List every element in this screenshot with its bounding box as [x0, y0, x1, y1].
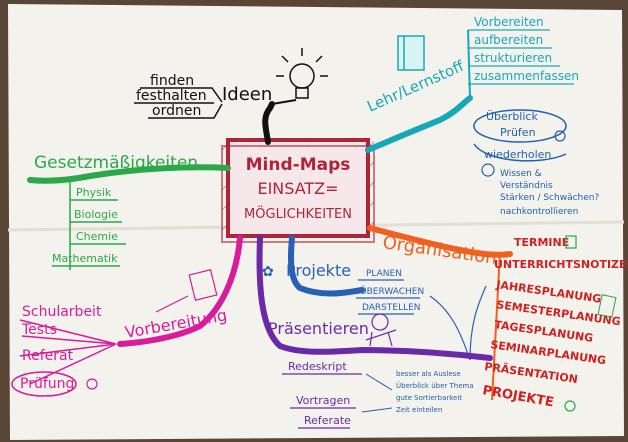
praes-note-2: Überblick über Thema: [396, 381, 474, 390]
praes-note-1: besser als Auslese: [396, 370, 461, 378]
lehr-item-4: zusammenfassen: [474, 69, 579, 83]
lehr-item-11: nachkontrollieren: [500, 207, 578, 217]
book-icon: [397, 35, 425, 71]
vorbereitung-item-2: Tests: [21, 322, 57, 338]
praes-item-1: Redeskript: [288, 360, 347, 373]
vorbereitung-item-4: Prüfung: [20, 376, 74, 392]
praes-item-3: Referate: [304, 414, 351, 427]
star-badge-icon-2: [564, 400, 576, 412]
star-badge-icon: [554, 130, 566, 142]
gesetz-item-3: Chemie: [76, 230, 118, 243]
branch-vorbereitung: Vorbereitung Schularbeit Tests Referat P…: [11, 235, 243, 397]
lehr-item-3: strukturieren: [474, 51, 552, 65]
branch-gesetz: Gesetzmäßigkeiten Physik Biologie Chemie…: [27, 153, 231, 270]
flower-icon: ✿: [262, 264, 274, 280]
presenter-icon: [365, 313, 397, 347]
lehr-item-8: Wissen &: [500, 169, 542, 179]
praes-item-2: Vortragen: [296, 394, 350, 407]
center-subtitle-2: MÖGLICHKEITEN: [244, 205, 352, 222]
star-badge-icon-3: [86, 378, 98, 390]
lehr-item-2: aufbereiten: [474, 33, 543, 47]
gesetz-item-4: Mathematik: [52, 252, 118, 265]
lehr-item-9: Verständnis: [500, 181, 553, 191]
projekte-item-3: DARSTELLEN: [362, 303, 421, 313]
lehr-item-10: Stärken / Schwächen?: [500, 193, 599, 203]
gesetz-label: Gesetzmäßigkeiten: [34, 153, 198, 173]
center-title: Mind-Maps: [246, 155, 351, 175]
praes-note-3: gute Sortierbarkeit: [396, 394, 462, 402]
center-box: Mind-Maps EINSATZ= MÖGLICHKEITEN: [221, 138, 375, 243]
lehr-item-5: Überblick: [486, 110, 538, 123]
ideen-item-2: festhalten: [136, 88, 207, 104]
light-bulb-icon: [276, 48, 328, 99]
ideen-item-1: finden: [150, 73, 194, 89]
org-item-1: TERMINE: [514, 236, 569, 249]
ideen-item-3: ordnen: [152, 103, 201, 119]
org-item-2: UNTERRICHTSNOTIZEN: [494, 258, 628, 271]
gesetz-item-1: Physik: [76, 186, 112, 199]
branch-ideen: Ideen finden festhalten ordnen: [134, 48, 328, 145]
vorbereitung-item-3: Referat: [22, 348, 74, 364]
lehr-item-6: Prüfen: [500, 126, 536, 139]
projekte-label: Projekte: [286, 261, 351, 280]
vorbereitung-item-1: Schularbeit: [22, 304, 102, 320]
branch-praesentieren: Präsentieren Redeskript Vortragen Refera…: [256, 235, 493, 429]
numbered-circle-icon: [481, 163, 495, 177]
page-stack-icon: [597, 294, 617, 318]
lehr-item-1: Vorbereiten: [474, 15, 544, 29]
document-icon: [155, 268, 218, 313]
ideen-label: Ideen: [222, 84, 272, 105]
praesentieren-label: Präsentieren: [268, 319, 369, 338]
projekte-item-1: PLANEN: [366, 269, 402, 279]
gesetz-item-2: Biologie: [74, 208, 118, 221]
calendar-icon: [565, 235, 577, 249]
projekte-item-2: ÜBERWACHEN: [360, 286, 424, 297]
praes-note-4: Zeit einteilen: [396, 406, 442, 414]
center-subtitle-1: EINSATZ=: [257, 179, 338, 198]
lehr-item-7: wiederholen: [484, 148, 551, 161]
branch-projekte: Projekte ✿ PLANEN ÜBERWACHEN DARSTELLEN: [262, 235, 487, 361]
